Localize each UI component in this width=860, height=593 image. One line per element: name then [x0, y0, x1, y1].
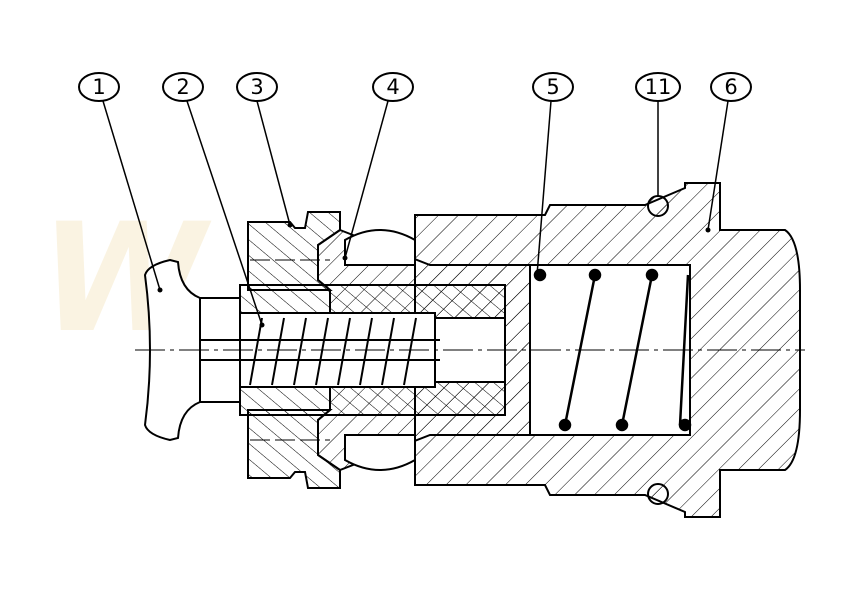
part-3-nut — [247, 211, 341, 489]
balloon-1 — [78, 72, 120, 102]
part-11-o-ring-top — [647, 195, 669, 217]
part-2-spring — [249, 317, 417, 386]
balloon-2 — [162, 72, 204, 102]
part-11-o-ring-bottom — [647, 483, 669, 505]
leader-lines — [102, 100, 729, 326]
label-11: 11 — [645, 75, 672, 99]
balloon-3 — [236, 72, 278, 102]
label-3: 3 — [250, 75, 263, 99]
label-4: 4 — [386, 75, 399, 99]
balloon-5 — [532, 72, 574, 102]
balloon-11 — [635, 72, 681, 102]
label-1: 1 — [92, 75, 105, 99]
balloon-6 — [710, 72, 752, 102]
label-5: 5 — [546, 75, 559, 99]
label-2: 2 — [176, 75, 189, 99]
balloon-4 — [372, 72, 414, 102]
label-6: 6 — [724, 75, 737, 99]
flow-ports — [344, 229, 416, 471]
